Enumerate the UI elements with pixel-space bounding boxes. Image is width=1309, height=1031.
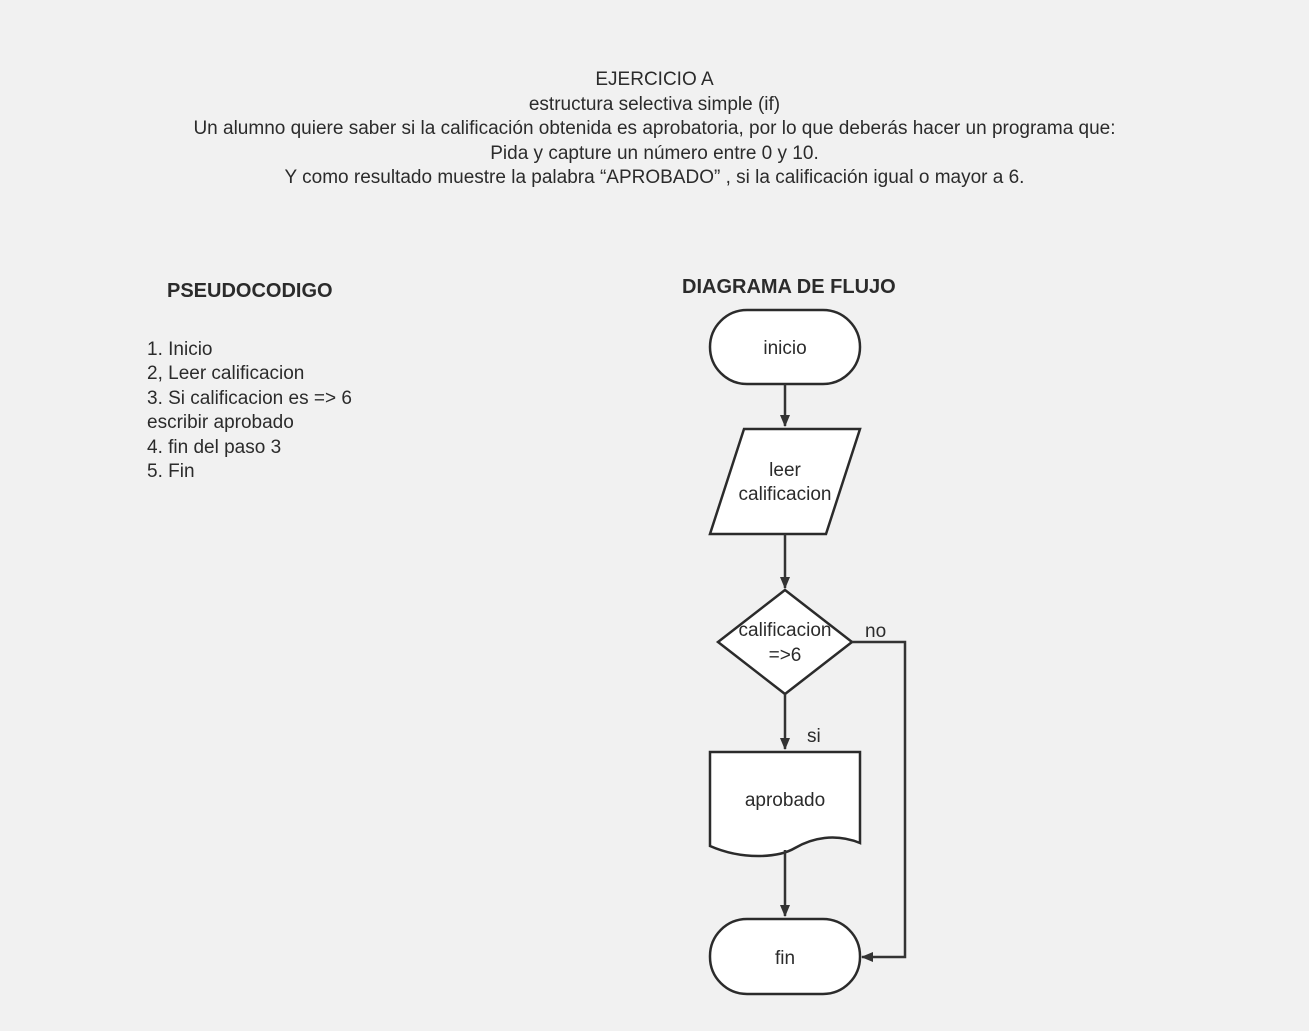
exercise-statement-line: Pida y capture un número entre 0 y 10. (490, 142, 819, 164)
exercise-header: EJERCICIO A estructura selectiva simple … (0, 68, 1309, 191)
output-label: aprobado (745, 790, 825, 811)
exercise-title: EJERCICIO A (595, 69, 714, 90)
start-label: inicio (763, 338, 806, 359)
pseudocode-line: 2, Leer calificacion (147, 363, 305, 385)
flowchart-title: DIAGRAMA DE FLUJO (682, 276, 896, 298)
pseudocode-block: 1. Inicio 2, Leer calificacion 3. Si cal… (147, 338, 352, 484)
exercise-statement-line: Un alumno quiere saber si la calificació… (193, 118, 1116, 139)
decision-label-line1: calificacion (739, 620, 832, 641)
exercise-subtitle: estructura selectiva simple (if) (528, 93, 781, 115)
pseudocode-line: 3. Si calificacion es => 6 (147, 387, 352, 409)
exercise-statement-line: Y como resultado muestre la palabra “APR… (284, 167, 1025, 188)
input-label-line2: calificacion (739, 484, 832, 505)
no-branch-label: no (865, 621, 886, 642)
end-terminator (708, 917, 862, 996)
connector-no-branch (852, 640, 907, 962)
end-label: fin (775, 948, 795, 969)
input-label-line1: leer (769, 460, 801, 481)
pseudocode-line: 4. fin del paso 3 (147, 436, 282, 458)
decision-diamond (715, 588, 855, 696)
pseudocode-line: 1. Inicio (147, 339, 213, 360)
pseudocode-title: PSEUDOCODIGO (167, 280, 333, 302)
yes-branch-label: si (807, 726, 821, 747)
pseudocode-line: 5. Fin (147, 461, 195, 483)
decision-label-line2: =>6 (769, 645, 802, 666)
input-parallelogram (708, 427, 862, 536)
pseudocode-line: escribir aprobado (147, 412, 294, 434)
output-document (708, 750, 862, 858)
